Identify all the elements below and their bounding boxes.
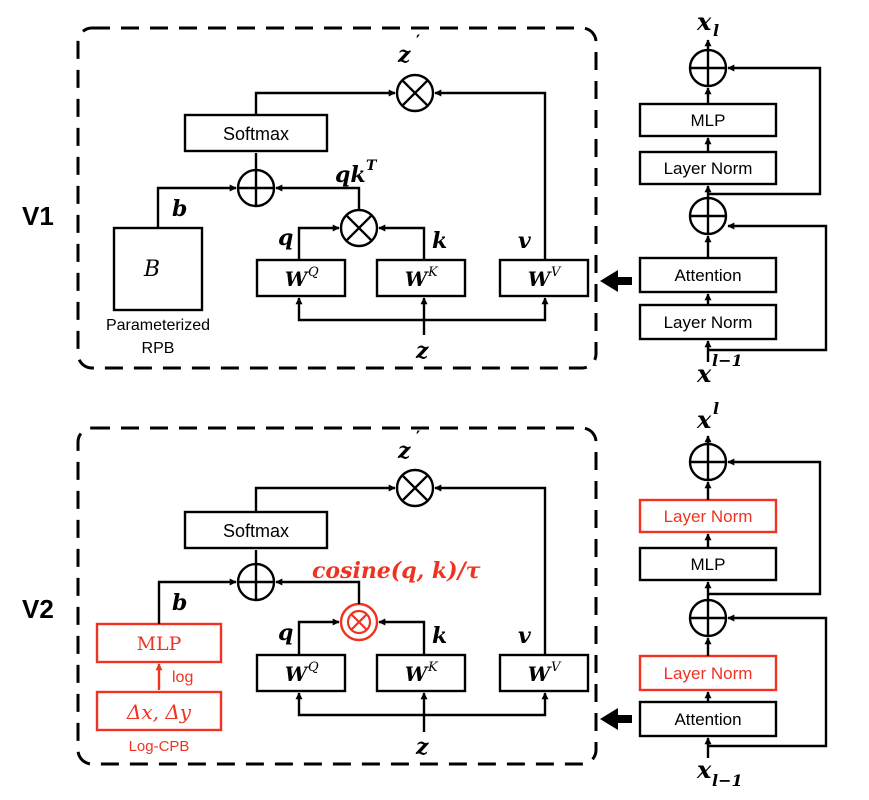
v1-wq-label: W: [285, 267, 310, 291]
v2-wv-sup: V: [551, 660, 562, 675]
v2-add-icon: [236, 562, 276, 602]
v1-expand-arrow-icon: [600, 270, 632, 292]
v1-label: V1: [22, 201, 54, 231]
v2-wv-box: [498, 653, 590, 693]
v2-wk-sup: K: [427, 660, 439, 675]
v2-block-out-sup: l: [713, 399, 719, 418]
v2-block-add-mid-icon: [688, 598, 728, 638]
v2-block-attention: Attention: [674, 710, 741, 729]
v2-label: V2: [22, 594, 54, 624]
v2-delta-box: [95, 690, 223, 732]
v1-block-mlp-box: [638, 102, 778, 138]
v2-panel: V2 z ′ Softmax cosine(q, k)/τ MLP log: [22, 399, 828, 790]
v2-mlp-label: MLP: [137, 633, 182, 655]
v1-output-multiply-icon: [395, 73, 435, 113]
v1-block-in: x: [696, 359, 712, 388]
v1-b-box-label: B: [143, 257, 160, 282]
v2-softmax-box: [183, 510, 329, 550]
v1-wq-sup: Q: [308, 265, 319, 280]
v2-q-label: q: [278, 620, 293, 646]
v1-connectors: [156, 89, 549, 335]
v2-wv-label: W: [528, 662, 553, 686]
v2-wk-box: [375, 653, 467, 693]
v1-wk-sup: K: [427, 265, 439, 280]
v1-qkt-sup: T: [366, 158, 378, 174]
v1-block-out: x: [696, 7, 712, 36]
v2-v-label: v: [518, 623, 531, 649]
v2-block-in-sub: l−1: [712, 771, 743, 790]
v2-block-connectors: [704, 435, 828, 758]
v1-wk-label: W: [405, 267, 430, 291]
v1-block-mlp: MLP: [691, 111, 726, 130]
v1-q-label: q: [278, 225, 293, 251]
v1-block-add-mid-icon: [688, 196, 728, 236]
v2-b-label: b: [172, 590, 187, 616]
v2-connectors: [157, 484, 549, 732]
v1-block-ln-top: Layer Norm: [664, 159, 753, 178]
v1-param-rpb-line1: Parameterized: [106, 317, 210, 334]
v2-wq-label: W: [285, 662, 310, 686]
v1-block-in-sup: l−1: [712, 351, 743, 370]
v2-k-label: k: [432, 623, 447, 649]
v2-output-multiply-icon: [395, 468, 435, 508]
v2-block-ln-top: Layer Norm: [664, 507, 753, 526]
v2-block-add-top-icon: [688, 442, 728, 482]
v2-cosine-label: cosine(q, k)/τ: [312, 558, 481, 584]
v1-softmax-label: Softmax: [223, 124, 289, 144]
v2-expand-arrow-icon: [600, 708, 632, 730]
v1-wq-box: [255, 258, 347, 298]
v1-block-add-top-icon: [688, 48, 728, 88]
v1-wv-sup: V: [551, 265, 562, 280]
v2-wq-box: [255, 653, 347, 693]
v1-block-ln-bottom-box: [638, 303, 778, 341]
v1-b-label: b: [172, 196, 187, 222]
v1-qk-multiply-icon: [339, 208, 379, 248]
v1-block: x l MLP Layer Norm Attention Layer Norm …: [638, 7, 828, 388]
v2-log-label: log: [172, 669, 193, 686]
v2-block-out: x: [696, 405, 712, 434]
v1-z-label: z: [415, 338, 429, 364]
v1-panel: V1 z ′ Softmax qk T B Parameterize: [22, 7, 828, 388]
v1-block-attention: Attention: [674, 266, 741, 285]
v1-add-icon: [236, 168, 276, 208]
v2-softmax-label: Softmax: [223, 521, 289, 541]
v2-delta-label: Δx, Δy: [126, 700, 192, 724]
v1-wk-box: [375, 258, 467, 298]
v1-param-rpb-line2: RPB: [142, 340, 175, 357]
v2-block-in: x: [696, 755, 712, 784]
v2-cosine-multiply-icon: [339, 602, 379, 642]
v2-wq-sup: Q: [308, 660, 319, 675]
v1-v-label: v: [518, 228, 531, 254]
v2-attention-frame: [76, 426, 598, 766]
v2-z-label: z: [415, 734, 429, 760]
v2-block-mlp: MLP: [691, 555, 726, 574]
v2-log-cpb-label: Log-CPB: [129, 738, 190, 755]
v2-wk-label: W: [405, 662, 430, 686]
v1-wv-label: W: [528, 267, 553, 291]
v1-block-out-sub: l: [713, 21, 719, 40]
v1-wv-box: [498, 258, 590, 298]
v1-block-connectors: [704, 39, 828, 362]
v2-z-out: z: [397, 438, 411, 464]
v1-z-out-prime: ′: [416, 31, 420, 50]
v2-z-out-prime: ′: [416, 427, 420, 446]
v2-block: x l Layer Norm MLP Layer Norm Attention …: [638, 399, 828, 790]
v1-k-label: k: [432, 228, 447, 254]
v1-block-ln-bottom: Layer Norm: [664, 313, 753, 332]
v1-block-attention-box: [638, 256, 778, 294]
v2-block-ln-mid: Layer Norm: [664, 664, 753, 683]
v1-qkt-label: qk: [335, 162, 366, 188]
v1-attention-frame: [76, 26, 598, 370]
v1-z-out: z: [397, 42, 411, 68]
